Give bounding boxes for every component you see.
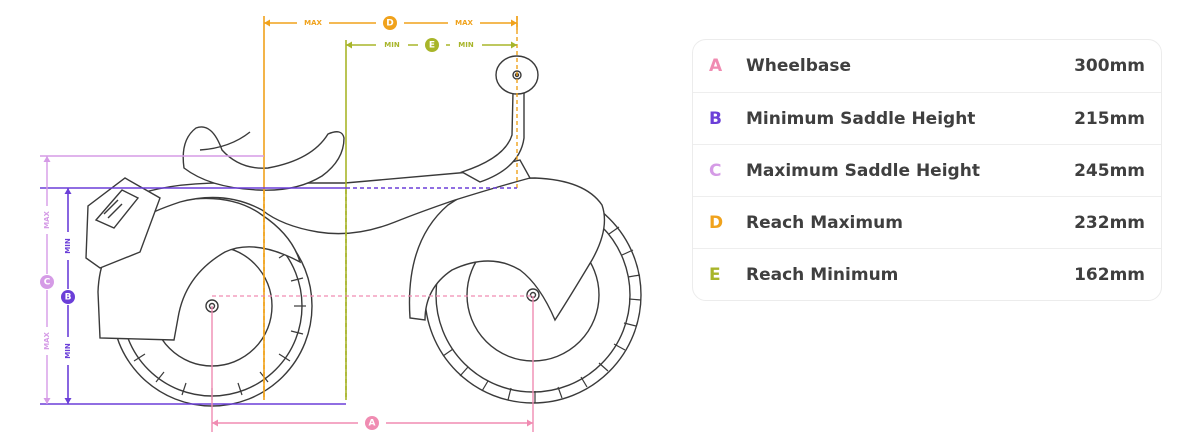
min-saddle-top-label: MIN (64, 238, 72, 254)
reach-max-right-label: MAX (455, 19, 473, 27)
max-saddle-top-label: MAX (43, 211, 51, 229)
spec-label: Wheelbase (746, 56, 852, 76)
reach-max-right-label-bg (448, 18, 480, 28)
saddle (182, 126, 345, 191)
spec-value: 162mm (1074, 264, 1145, 285)
spec-value: 245mm (1074, 160, 1145, 181)
spec-letter: B (709, 108, 722, 129)
min-saddle-arrow-top (64, 188, 72, 194)
spec-letter: A (709, 56, 723, 76)
spec-letter: E (709, 264, 721, 285)
reach-min-badge (425, 38, 439, 52)
max-saddle-badge (40, 275, 54, 289)
reach-min-left-label-bg (376, 40, 408, 50)
reach-min-arrow-left (346, 41, 352, 49)
wheelbase-arrow-right (527, 419, 533, 427)
spec-row-e: E Reach Minimum 162mm (693, 248, 1161, 300)
wheelbase-arrow-left (212, 419, 218, 427)
spec-letter: C (709, 160, 722, 181)
front-mudguard (408, 177, 606, 322)
reach-max-left-label: MAX (304, 19, 322, 27)
min-saddle-top-label-bg (63, 232, 73, 260)
spec-value: 232mm (1074, 212, 1145, 233)
min-saddle-bottom-label: MIN (64, 343, 72, 359)
max-saddle-top-label-bg (42, 206, 52, 234)
spec-label: Maximum Saddle Height (746, 160, 980, 181)
wheelbase-badge-letter: A (369, 419, 376, 429)
reach-max-arrow-left (264, 19, 270, 27)
spec-value: 300mm (1074, 56, 1145, 76)
min-saddle-badge (61, 290, 75, 304)
bike-drawing (85, 55, 642, 407)
spec-row-b: B Minimum Saddle Height 215mm (693, 92, 1161, 144)
spec-label: Reach Minimum (746, 264, 899, 285)
rear-battery-pack (85, 177, 161, 269)
reach-min-left-label: MIN (384, 41, 400, 49)
saddle-rear (199, 131, 251, 151)
max-saddle-arrow-bottom (43, 398, 51, 404)
min-saddle-arrow-bottom (64, 398, 72, 404)
reach-max-badge-letter: D (386, 19, 393, 29)
reach-min-right-label-bg (450, 40, 482, 50)
reach-min-badge-letter: E (429, 41, 435, 51)
reach-max-badge (383, 16, 397, 30)
bike-dimension-diagram: MAX MAX D MIN MIN E MAX MAX C MIN MIN B A (39, 15, 642, 432)
max-saddle-bottom-label-bg (42, 327, 52, 355)
spec-value: 215mm (1074, 108, 1145, 129)
spec-label: Minimum Saddle Height (746, 108, 976, 129)
wheelbase-badge (365, 416, 379, 430)
spec-letter: D (709, 212, 724, 233)
min-saddle-bottom-label-bg (63, 337, 73, 365)
reach-min-right-label: MIN (458, 41, 474, 49)
max-saddle-bottom-label: MAX (43, 332, 51, 350)
spec-label: Reach Maximum (746, 212, 903, 233)
spec-row-d: D Reach Maximum 232mm (693, 196, 1161, 248)
reach-min-arrow-right (511, 41, 517, 49)
dimension-overlays: MAX MAX D MIN MIN E MAX MAX C MIN MIN B A (39, 15, 534, 432)
spec-row-c: C Maximum Saddle Height 245mm (693, 144, 1161, 196)
min-saddle-badge-letter: B (65, 293, 72, 303)
reach-max-left-label-bg (297, 18, 329, 28)
spec-row-a: A Wheelbase 300mm (693, 40, 1161, 92)
reach-max-arrow-right (511, 19, 517, 27)
max-saddle-badge-letter: C (44, 278, 51, 288)
max-saddle-arrow-top (43, 156, 51, 162)
